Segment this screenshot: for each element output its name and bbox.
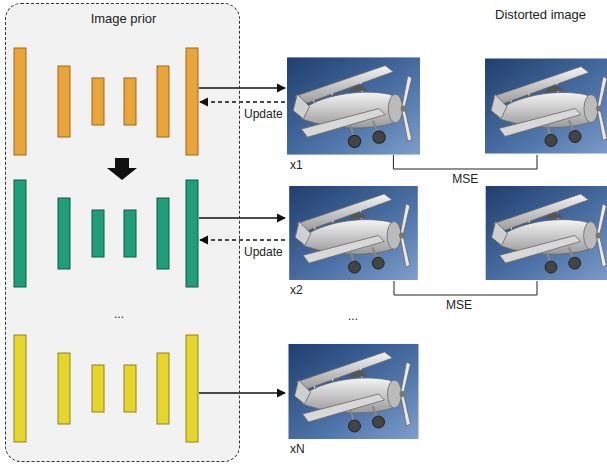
network-layer [14, 180, 26, 287]
output-image: x2 [287, 186, 420, 280]
network-layer [58, 66, 70, 137]
update-label: Update [244, 246, 283, 260]
network-layer [92, 78, 104, 125]
ellipsis: ... [114, 308, 124, 322]
network-layer [124, 365, 136, 412]
network-layer [14, 335, 26, 442]
network-layer [92, 365, 104, 412]
network-layer [186, 48, 198, 155]
network-layer [58, 198, 70, 269]
node-label: Distorted image [495, 8, 586, 23]
distorted-image: Distorted image [485, 57, 607, 155]
update-label: Update [244, 108, 283, 122]
loss-label: MSE [452, 173, 478, 187]
output-image: xN [287, 344, 420, 439]
network-layer [157, 66, 169, 137]
loss-label: MSE [446, 299, 472, 313]
output-image: x1 [287, 57, 420, 155]
network-layer [14, 48, 26, 155]
node-label: x2 [290, 284, 303, 298]
network-layer [157, 353, 169, 424]
network-layer [186, 180, 198, 287]
image-prior-panel: Image prior [5, 3, 240, 462]
loss-bracket [393, 155, 537, 169]
network-layer [58, 353, 70, 424]
network-layer [92, 210, 104, 257]
network-layer [157, 198, 169, 269]
network-layer [124, 78, 136, 125]
node-label: x1 [290, 159, 303, 173]
ellipsis: ... [348, 310, 358, 324]
network-layer [186, 335, 198, 442]
node-label: Image prior [91, 12, 157, 27]
node-label: xN [290, 443, 305, 457]
network-layer [124, 210, 136, 257]
